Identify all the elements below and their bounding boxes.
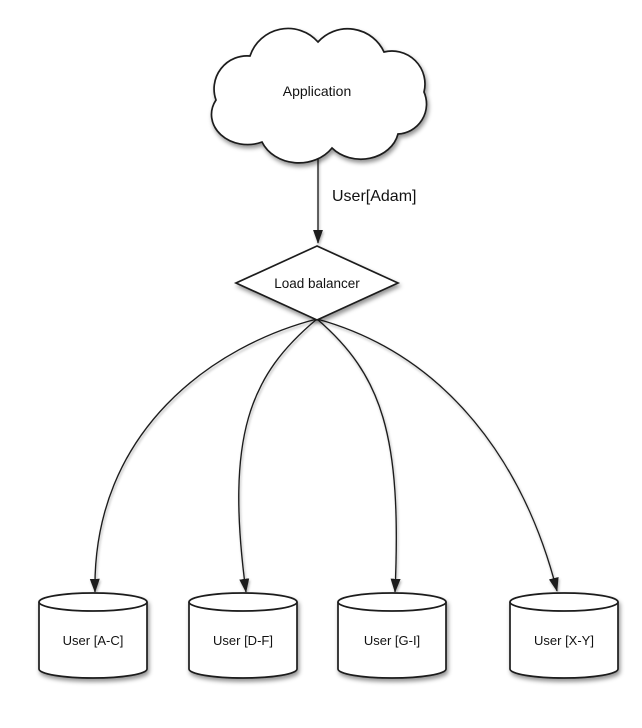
cylinder-body — [188, 602, 298, 679]
shard-label-2: User [D-F] — [213, 633, 273, 648]
cloud-shape — [210, 27, 428, 164]
cylinder-body — [509, 602, 619, 679]
shard-node-1: User [A-C] — [38, 592, 148, 679]
shard-label-4: User [X-Y] — [534, 633, 594, 648]
edge-loadbalancer-to-shard-2 — [238, 318, 318, 593]
application-label: Application — [283, 83, 352, 99]
load-balancer-label: Load balancer — [274, 276, 360, 291]
load-balancer-node: Load balancer — [233, 245, 401, 321]
edge-loadbalancer-to-shard-1 — [89, 318, 318, 593]
edge-label-user-adam: User[Adam] — [332, 188, 416, 205]
shard-label-3: User [G-I] — [364, 633, 420, 648]
shard-node-2: User [D-F] — [188, 592, 298, 679]
application-cloud-node: Application — [210, 27, 428, 164]
cylinder-body — [337, 602, 447, 679]
cylinder-top — [337, 592, 447, 612]
edge-loadbalancer-to-shard-4 — [316, 318, 559, 592]
shard-node-3: User [G-I] — [337, 592, 447, 679]
shard-node-4: User [X-Y] — [509, 592, 619, 679]
cylinder-top — [509, 592, 619, 612]
edge-group — [89, 154, 559, 593]
diamond-shape — [233, 245, 401, 321]
cylinder-top — [188, 592, 298, 612]
cylinder-body — [38, 602, 148, 679]
edge-loadbalancer-to-shard-3 — [316, 318, 401, 593]
shard-label-1: User [A-C] — [63, 633, 124, 648]
cylinder-top — [38, 592, 148, 612]
